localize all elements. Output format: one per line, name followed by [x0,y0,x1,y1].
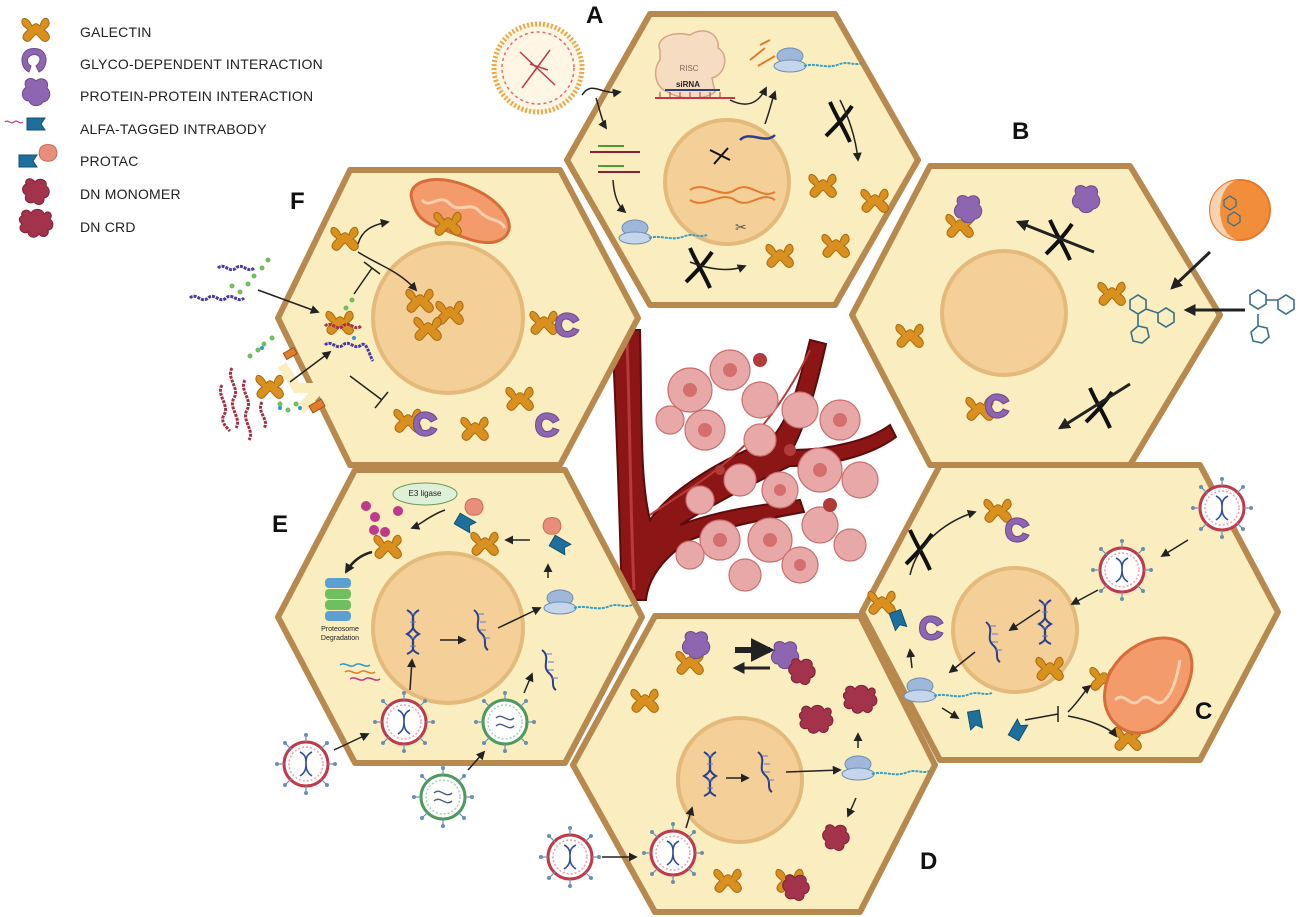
cell-f [188,167,641,468]
legend-item-protac: PROTAC [0,145,360,177]
legend-item-dn-monomer: DN MONOMER [0,178,360,210]
panel-label-d: D [920,848,938,875]
legend-label: GLYCO-DEPENDENT INTERACTION [80,56,323,72]
cleaved-mrna-icon [749,39,776,67]
viral-vector-icon-d1 [640,820,706,886]
cell-e [273,467,645,830]
viral-vector-icon-c1 [1189,475,1255,541]
sirna-duplex-icon [590,145,640,173]
nucleus-d [676,716,804,844]
nucleus-b [940,249,1068,377]
cell-d [537,613,938,915]
peptide-fragments-icon [339,663,381,681]
viral-vector-icon-d2 [537,824,603,890]
nucleus-a [663,118,791,246]
legend-label: PROTAC [80,153,139,169]
viral-vector-icon-e1 [371,689,437,755]
ubiquitin-chain-icon [361,501,403,537]
glycan-branches-icon [229,257,355,413]
cell-b [849,163,1295,468]
viral-vector-icon-e2 [273,731,339,797]
sirna-label: siRNA [675,80,700,89]
legend-item-galectin: GALECTIN [0,16,360,48]
aav-vector-icon-e1 [472,689,538,755]
panel-label-f: F [290,188,305,215]
nucleus-e [371,551,525,705]
dna-crispr-icon [689,186,776,204]
legend-label: DN MONOMER [80,186,181,202]
e3-ligase-bubble [392,482,458,506]
glycopolymer-chains-icon [188,264,375,441]
galectin-icon-f8 [255,374,284,399]
small-molecule-inhibitor-icon [1129,289,1295,344]
scissors-icon: ✂ [735,220,747,236]
intrabody-icon [4,117,46,131]
viral-vector-icon-c2 [1089,537,1155,603]
cell-a: ✂ [491,11,921,308]
legend-item-protein-protein: PROTEIN-PROTEIN INTERACTION [0,80,360,112]
legend-item-glyco-dependent: GLYCO-DEPENDENT INTERACTION [0,48,360,80]
legend-label: GALECTIN [80,24,152,40]
legend-item-dn-crd: DN CRD [0,211,360,243]
dn-crd-icon-d1 [842,684,878,714]
aav-vector-icon-e2 [410,764,476,830]
mrna-icon [739,133,776,142]
legend-icons [4,17,58,238]
panel-label-e: E [272,511,289,538]
tumor-vessel-illustration [610,329,898,601]
legend: GALECTIN GLYCO-DEPENDENT INTERACTION PRO… [0,0,360,250]
mitochondrion-icon-c [1103,636,1194,735]
legend-label: PROTEIN-PROTEIN INTERACTION [80,88,314,104]
risc-complex [654,30,726,99]
legend-label: ALFA-TAGGED INTRABODY [80,121,267,137]
panel-label-c: C [1195,698,1213,725]
lipid-nanoparticle-icon [491,21,585,115]
inhibitor-nanoparticle-icon [1209,179,1271,241]
proteasome-label-line1: Proteosome [321,626,359,633]
e3-ligase-label: E3 ligase [408,489,442,498]
dn-crd-icon-d2 [798,704,834,734]
tag-icons-f [282,346,326,414]
cell-c [859,462,1281,763]
block-icon [709,147,731,165]
protac-icon-e1 [464,498,484,516]
panel-label-a: A [586,2,604,29]
risc-label: RISC [679,64,699,73]
proteasome-label-line2: Degradation [320,635,360,642]
panel-label-b: B [1012,118,1030,145]
proteasome-icon [325,578,351,621]
legend-label: DN CRD [80,219,136,235]
protac-icon-e2 [542,517,562,535]
legend-item-intrabody: ALFA-TAGGED INTRABODY [0,113,360,145]
mitochondrion-icon-f [409,178,511,245]
